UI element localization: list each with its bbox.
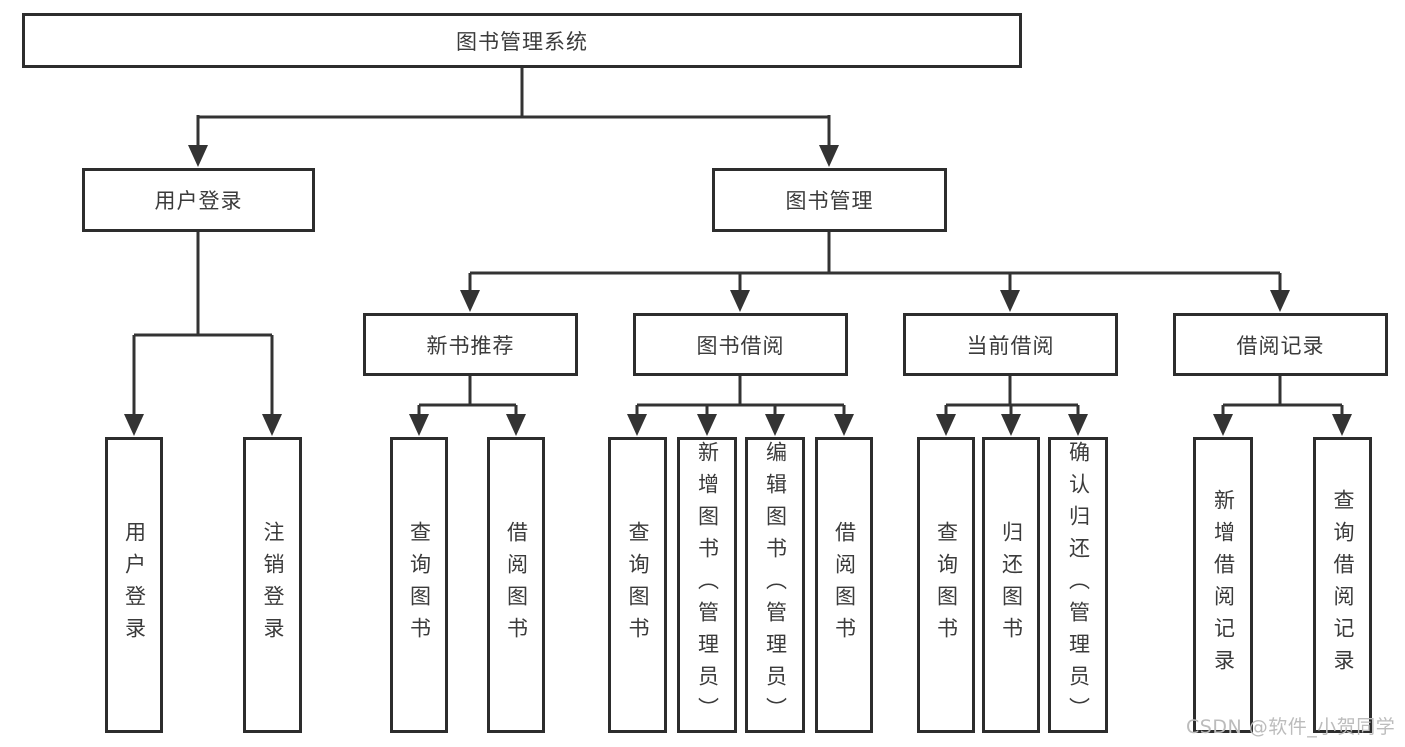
arrow-down-icon xyxy=(627,414,647,436)
leaf-logout: 注销登录 xyxy=(243,437,302,733)
leaf-borrow-borrow-books: 借阅图书 xyxy=(815,437,873,733)
arrow-down-icon xyxy=(188,145,208,167)
connector-login-to-leaves xyxy=(132,230,274,420)
leaf-label: 归还图书 xyxy=(999,521,1024,649)
arrow-down-icon xyxy=(1213,414,1233,436)
arrow-down-icon xyxy=(409,414,429,436)
connector-current-to-leaves xyxy=(944,374,1080,420)
leaf-label: 新增借阅记录 xyxy=(1211,489,1236,681)
connector-recommend-to-leaves xyxy=(417,374,518,420)
node-label: 新书推荐 xyxy=(426,333,515,358)
arrow-down-icon xyxy=(262,414,282,436)
leaf-recommend-borrow-books: 借阅图书 xyxy=(487,437,545,733)
arrow-down-icon xyxy=(506,414,526,436)
arrow-down-icon xyxy=(1068,414,1088,436)
node-label: 图书管理 xyxy=(785,189,874,213)
leaf-borrow-edit-books-admin: 编辑图书（管理员） xyxy=(745,437,805,733)
leaf-recommend-query-books: 查询图书 xyxy=(390,437,448,733)
node-book-borrow: 图书借阅 xyxy=(633,313,848,376)
arrow-down-icon xyxy=(936,414,956,436)
leaf-current-confirm-return-admin: 确认归还（管理员） xyxy=(1048,437,1108,733)
leaf-label: 查询借阅记录 xyxy=(1331,489,1355,681)
connector-records-to-leaves xyxy=(1221,374,1344,420)
node-label: 图书管理系统 xyxy=(456,29,588,54)
node-label: 当前借阅 xyxy=(966,333,1055,358)
arrow-down-icon xyxy=(1332,414,1352,436)
node-label: 图书借阅 xyxy=(696,333,785,358)
arrow-down-icon xyxy=(1270,290,1290,312)
leaf-label: 查询图书 xyxy=(626,521,650,649)
connector-borrow-to-leaves xyxy=(635,374,846,420)
leaf-records-add-record: 新增借阅记录 xyxy=(1193,437,1253,733)
connector-mgmt-to-level3 xyxy=(468,230,1282,295)
node-library-management-system: 图书管理系统 xyxy=(22,13,1022,68)
node-borrow-records: 借阅记录 xyxy=(1173,313,1388,376)
connector-root-to-level2 xyxy=(196,66,831,150)
arrow-down-icon xyxy=(819,145,839,167)
leaf-label: 借阅图书 xyxy=(832,521,857,649)
leaf-records-query-record: 查询借阅记录 xyxy=(1313,437,1372,733)
arrow-down-icon xyxy=(460,290,480,312)
leaf-label: 借阅图书 xyxy=(504,521,529,649)
node-new-book-recommend: 新书推荐 xyxy=(363,313,578,376)
node-user-login: 用户登录 xyxy=(82,168,315,232)
leaf-label: 确认归还（管理员） xyxy=(1066,441,1091,729)
leaf-user-login: 用户登录 xyxy=(105,437,163,733)
arrow-down-icon xyxy=(124,414,144,436)
csdn-watermark: CSDN @软件_小贺同学 xyxy=(1186,716,1396,738)
leaf-current-query-books: 查询图书 xyxy=(917,437,975,733)
arrow-down-icon xyxy=(730,290,750,312)
leaf-label: 用户登录 xyxy=(122,521,147,649)
arrow-down-icon xyxy=(1001,414,1021,436)
arrow-down-icon xyxy=(697,414,717,436)
node-book-management: 图书管理 xyxy=(712,168,947,232)
leaf-label: 编辑图书（管理员） xyxy=(763,441,788,729)
leaf-label: 注销登录 xyxy=(261,521,285,649)
leaf-label: 新增图书（管理员） xyxy=(695,441,720,729)
node-label: 借阅记录 xyxy=(1236,333,1325,358)
leaf-label: 查询图书 xyxy=(407,521,432,649)
arrow-down-icon xyxy=(1000,290,1020,312)
leaf-borrow-add-books-admin: 新增图书（管理员） xyxy=(677,437,737,733)
leaf-label: 查询图书 xyxy=(934,521,959,649)
arrow-down-icon xyxy=(834,414,854,436)
leaf-borrow-query-books: 查询图书 xyxy=(608,437,667,733)
arrow-down-icon xyxy=(765,414,785,436)
node-label: 用户登录 xyxy=(154,189,243,213)
node-current-borrow: 当前借阅 xyxy=(903,313,1118,376)
leaf-current-return-books: 归还图书 xyxy=(982,437,1040,733)
